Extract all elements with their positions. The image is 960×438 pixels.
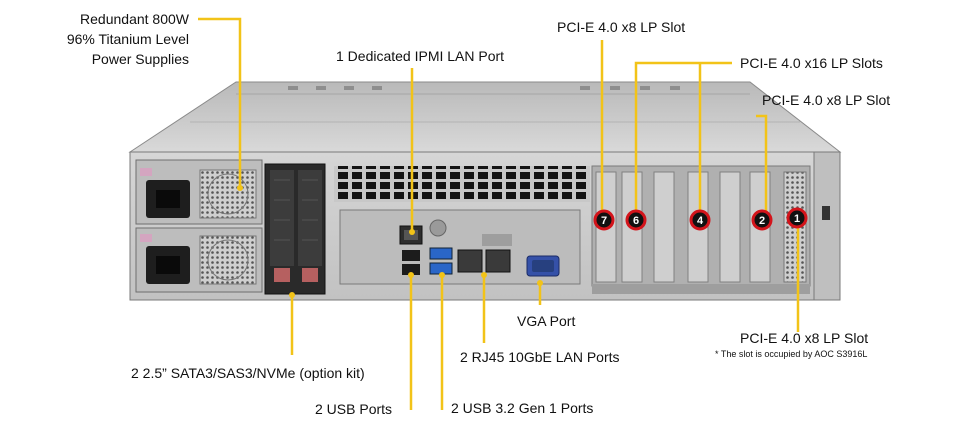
slot-badge-4: 4 — [689, 209, 711, 231]
pcie-footnote: * The slot is occupied by AOC S3916L — [715, 349, 868, 359]
psu-label-line2: 96% Titanium Level — [66, 31, 189, 47]
rj45-10gbe-ports[interactable] — [457, 234, 512, 273]
svg-text:2: 2 — [759, 215, 765, 227]
usb32-label: 2 USB 3.2 Gen 1 Ports — [451, 400, 594, 416]
vga-label: VGA Port — [517, 313, 576, 329]
ipmi-lan-port[interactable] — [399, 225, 423, 245]
svg-text:6: 6 — [633, 215, 639, 227]
psu-label-line3: Power Supplies — [91, 51, 189, 67]
rj45-label: 2 RJ45 10GbE LAN Ports — [460, 349, 620, 365]
svg-text:1: 1 — [794, 213, 800, 225]
chassis-side — [813, 151, 841, 301]
pcie-x8-top-label: PCI-E 4.0 x8 LP Slot — [557, 19, 686, 35]
ipmi-label: 1 Dedicated IPMI LAN Port — [336, 48, 505, 64]
drives-label: 2 2.5” SATA3/SAS3/NVMe (option kit) — [131, 365, 365, 381]
psu-label-line1: Redundant 800W — [80, 11, 189, 27]
pcie-x8-bottom-label: PCI-E 4.0 x8 LP Slot — [740, 330, 869, 346]
power-supply-2 — [135, 227, 263, 293]
usb-label: 2 USB Ports — [315, 401, 393, 417]
svg-text:7: 7 — [601, 215, 607, 227]
usb-ports[interactable] — [402, 250, 420, 275]
vga-port[interactable] — [526, 255, 560, 277]
pcie-x8-right-label: PCI-E 4.0 x8 LP Slot — [762, 92, 891, 108]
drive-bays — [264, 163, 326, 295]
vent-grille — [334, 166, 590, 202]
slot-badge-2: 2 — [751, 209, 773, 231]
slot-badge-1: 1 — [786, 207, 808, 229]
slot-badge-6: 6 — [625, 209, 647, 231]
slot-badge-7: 7 — [593, 209, 615, 231]
pcie-x16-label: PCI-E 4.0 x16 LP Slots — [740, 55, 883, 71]
svg-text:4: 4 — [697, 215, 704, 227]
